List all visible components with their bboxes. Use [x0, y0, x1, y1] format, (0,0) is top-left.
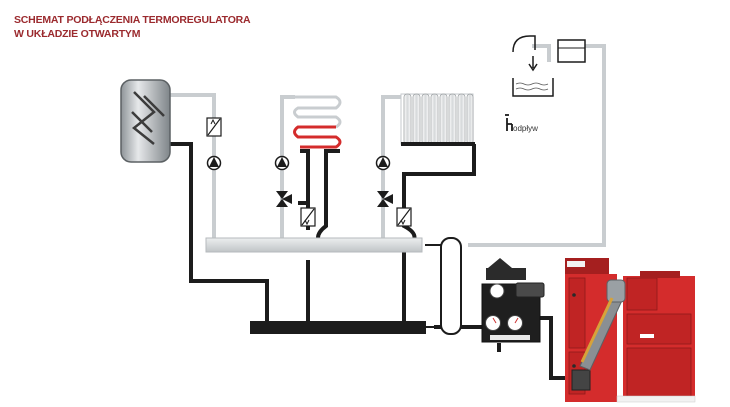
- floor-heating-coil: [293, 95, 342, 149]
- return-pipe-radiator: [402, 144, 476, 327]
- supply-pipe-tank: [170, 93, 216, 245]
- hot-water-tank: [120, 79, 171, 163]
- drain-icon: [505, 114, 513, 131]
- supply-manifold: [205, 237, 423, 253]
- radiator: [400, 93, 475, 146]
- pump-motor: [515, 282, 545, 298]
- expansion-vessel: [512, 35, 586, 97]
- thermometer-gauge: [485, 315, 501, 331]
- supply-pipes: [170, 44, 606, 247]
- diagram-title-line-1: SCHEMAT PODŁĄCZENIA TERMOREGULATORA: [14, 14, 251, 26]
- fill-pipe: [512, 35, 536, 53]
- diagram-title: SCHEMAT PODŁĄCZENIA TERMOREGULATORA W UK…: [14, 13, 274, 41]
- supply-pipe-floor: [280, 95, 295, 245]
- supply-pipe-feed: [532, 44, 551, 62]
- drain-label: odpływ: [513, 124, 538, 133]
- three-way-valve-icon: [276, 191, 292, 207]
- pump-icon: [206, 155, 222, 171]
- pellet-hopper: [579, 271, 696, 403]
- return-pipe-floor-right: [316, 149, 340, 251]
- check-valve-icon: [396, 207, 412, 227]
- return-pipes: [170, 142, 568, 380]
- hydraulic-separator: [425, 237, 462, 335]
- thermoregulator-group: [481, 258, 545, 343]
- overflow-arrow: [528, 56, 538, 72]
- supply-pipe-boiler: [468, 44, 606, 247]
- check-valve-icon: [206, 117, 222, 137]
- pump-icon: [274, 155, 290, 171]
- check-valve-icon: [300, 207, 316, 227]
- pellet-boiler: [565, 258, 617, 402]
- drain-tank: [512, 78, 554, 97]
- thermometer-gauge: [489, 283, 505, 299]
- tank-coil: [131, 91, 165, 145]
- return-manifold: [250, 321, 426, 334]
- three-way-valve-icon: [377, 191, 393, 207]
- diagram-title-line-2: W UKŁADZIE OTWARTYM: [14, 28, 141, 40]
- pump-icon: [375, 155, 391, 171]
- return-pipe-tank: [170, 142, 269, 327]
